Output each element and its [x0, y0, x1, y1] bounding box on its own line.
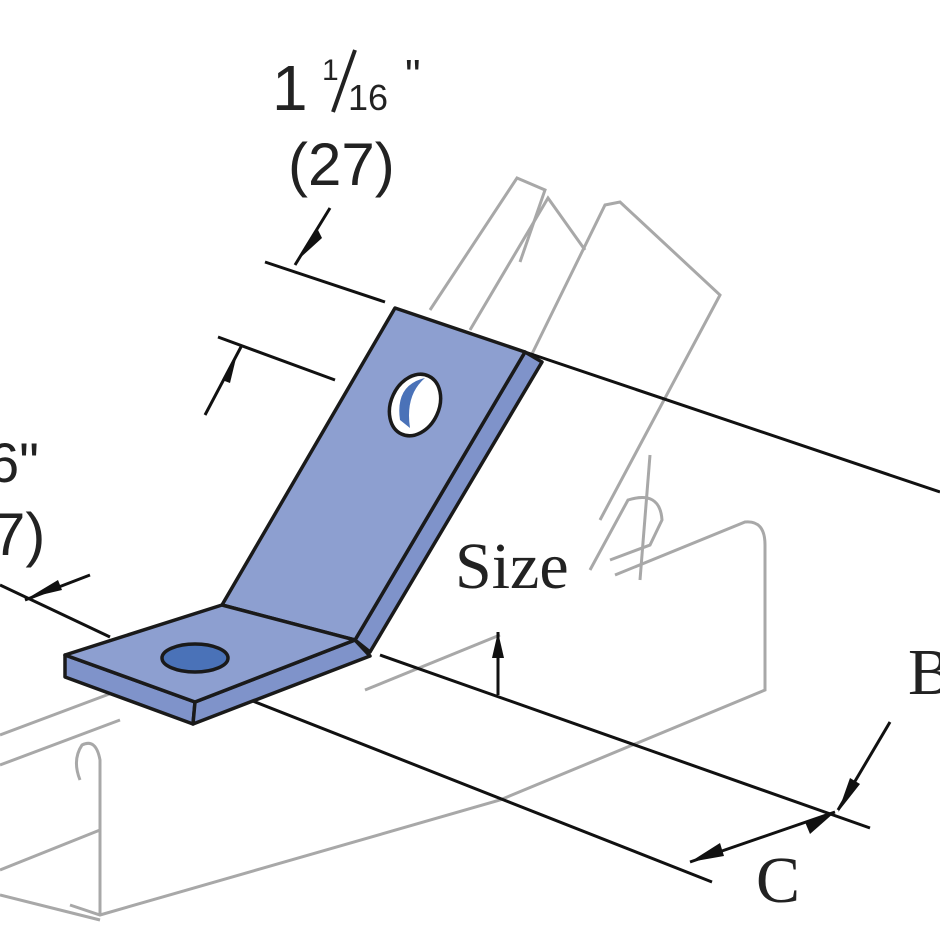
- top-width-label: 1 1 16 " (27): [272, 49, 421, 198]
- c-label: C: [756, 844, 800, 917]
- arrowhead-icon: [838, 778, 860, 812]
- arrowhead-icon: [222, 350, 238, 383]
- arrowhead-icon: [690, 843, 724, 862]
- b-label: B: [908, 636, 940, 709]
- top-width-whole: 1: [272, 52, 308, 124]
- size-label: Size: [455, 530, 569, 603]
- arrowhead-icon: [300, 230, 322, 258]
- top-width-inch-mark: ": [405, 51, 421, 100]
- upper-channel-outline: [428, 176, 722, 581]
- top-width-fraction-num: 1: [322, 54, 339, 87]
- arrowhead-icon: [492, 632, 504, 658]
- arrowhead-icon: [805, 812, 835, 834]
- left-width-metric-partial: 7): [0, 501, 45, 568]
- top-width-fraction-den: 16: [348, 77, 388, 118]
- arrowhead-icon: [28, 580, 62, 598]
- left-width-partial: 6": [0, 431, 39, 494]
- angle-bracket: [63, 306, 544, 726]
- top-width-metric: (27): [288, 131, 395, 198]
- lower-hole: [160, 642, 230, 674]
